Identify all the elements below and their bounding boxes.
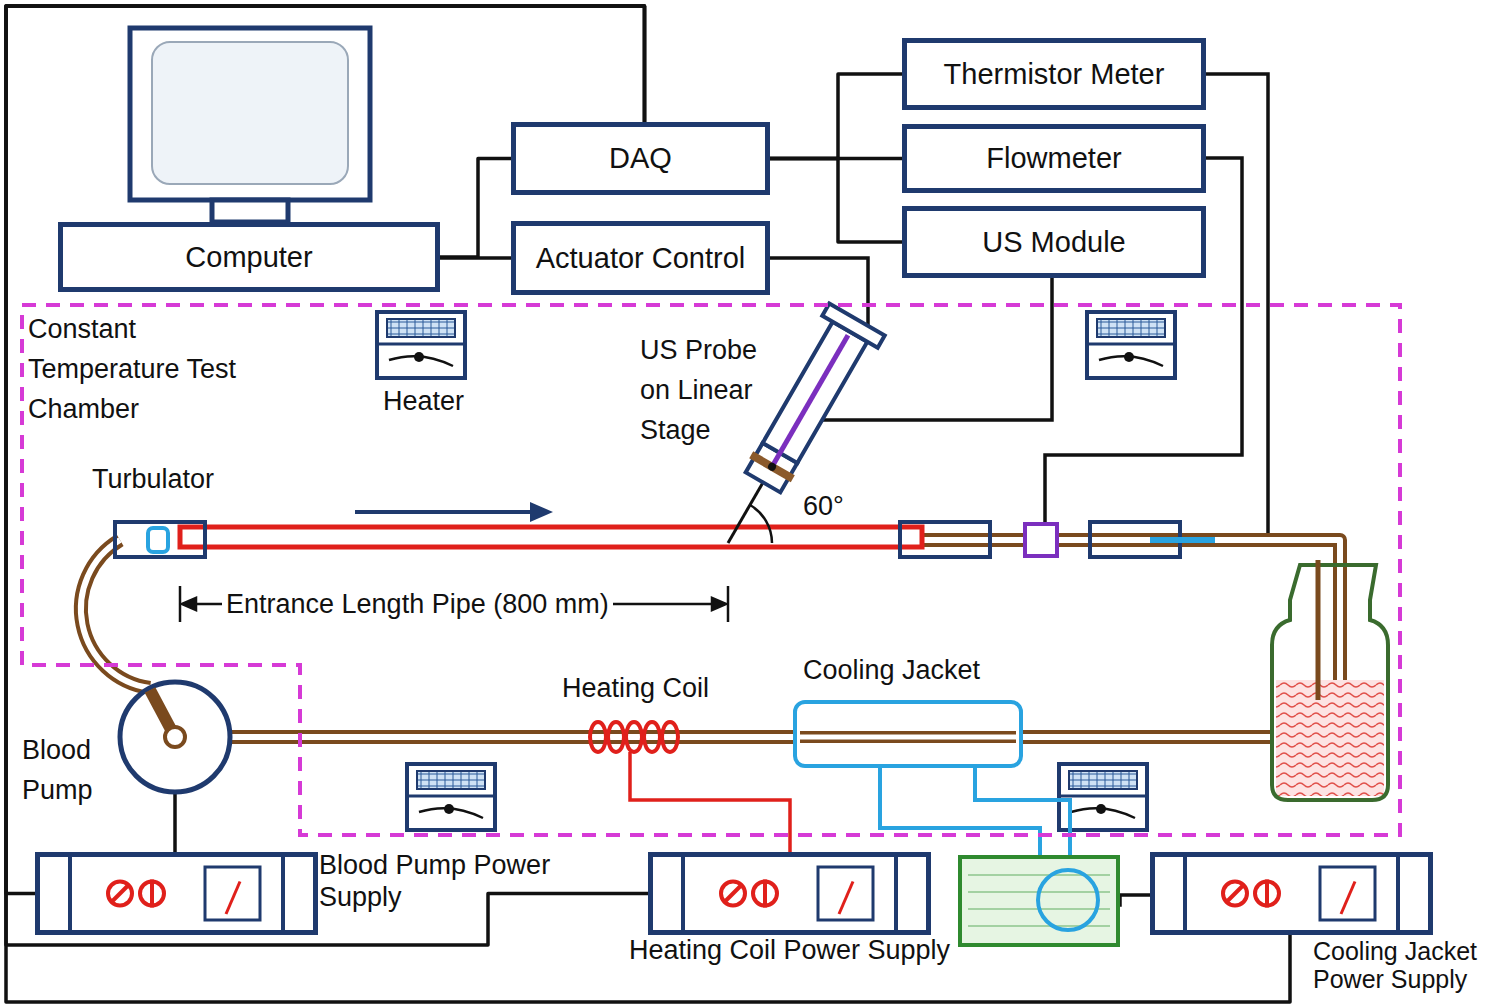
power-supply: Blood Pump Power Supply	[35, 852, 318, 935]
part-label: Cooling Jacket	[803, 654, 980, 686]
power-supply: Heating Coil Power Supply	[648, 852, 931, 935]
signal-connector	[440, 159, 511, 258]
test-section	[115, 502, 1215, 557]
box-label: Flowmeter	[986, 142, 1121, 175]
meter-box: Thermistor Meter	[902, 38, 1206, 110]
part-label: Heating Coil	[562, 672, 709, 704]
angle-arc	[750, 505, 772, 543]
power-supply-face	[653, 857, 926, 930]
heater-label: Heater	[383, 385, 464, 417]
heating-coil-symbol	[590, 722, 678, 752]
flowmeter-box: Flowmeter	[902, 124, 1206, 193]
box-label: US Module	[982, 226, 1125, 259]
part-label: Blood Pump	[22, 730, 117, 810]
cooling-jacket-symbol	[175, 702, 1272, 945]
power-supply-face	[1155, 857, 1428, 930]
heater-icon	[1059, 764, 1147, 830]
dimension-line	[180, 586, 728, 622]
box-label: Actuator Control	[536, 242, 746, 275]
heater-icon	[407, 764, 495, 830]
us-module-box: US Module	[902, 206, 1206, 278]
part-label: Turbulator	[92, 463, 214, 495]
box-label: DAQ	[609, 142, 672, 175]
region-heading: Constant Temperature Test Chamber	[28, 309, 243, 429]
signal-connector	[770, 159, 902, 243]
supply-label: Heating Coil Power Supply	[629, 934, 950, 966]
signal-connector	[440, 256, 511, 260]
heater-icon	[377, 312, 465, 378]
angle-label: 60°	[803, 490, 844, 522]
probe-label: US Probe on Linear Stage	[640, 330, 780, 450]
power-supply-face	[40, 857, 313, 930]
power-supply: Cooling Jacket Power Supply	[1150, 852, 1433, 935]
heater-icon	[1087, 312, 1175, 378]
reservoir-bottle	[1272, 560, 1388, 800]
box-label: Computer	[185, 241, 312, 274]
signal-connector	[770, 74, 902, 159]
box-label: Thermistor Meter	[944, 58, 1165, 91]
signal-wires	[175, 74, 1268, 905]
computer-monitor	[130, 28, 370, 222]
computer-box: Computer	[58, 222, 440, 292]
actuator-box: Actuator Control	[511, 221, 770, 295]
dimension-label: Entrance Length Pipe (800 mm)	[222, 588, 613, 620]
daq-box: DAQ	[511, 122, 770, 195]
supply-label: Cooling Jacket Power Supply	[1313, 938, 1511, 993]
tubing	[81, 540, 1340, 737]
supply-label: Blood Pump Power Supply	[319, 849, 604, 914]
signal-connector	[6, 6, 1290, 1002]
